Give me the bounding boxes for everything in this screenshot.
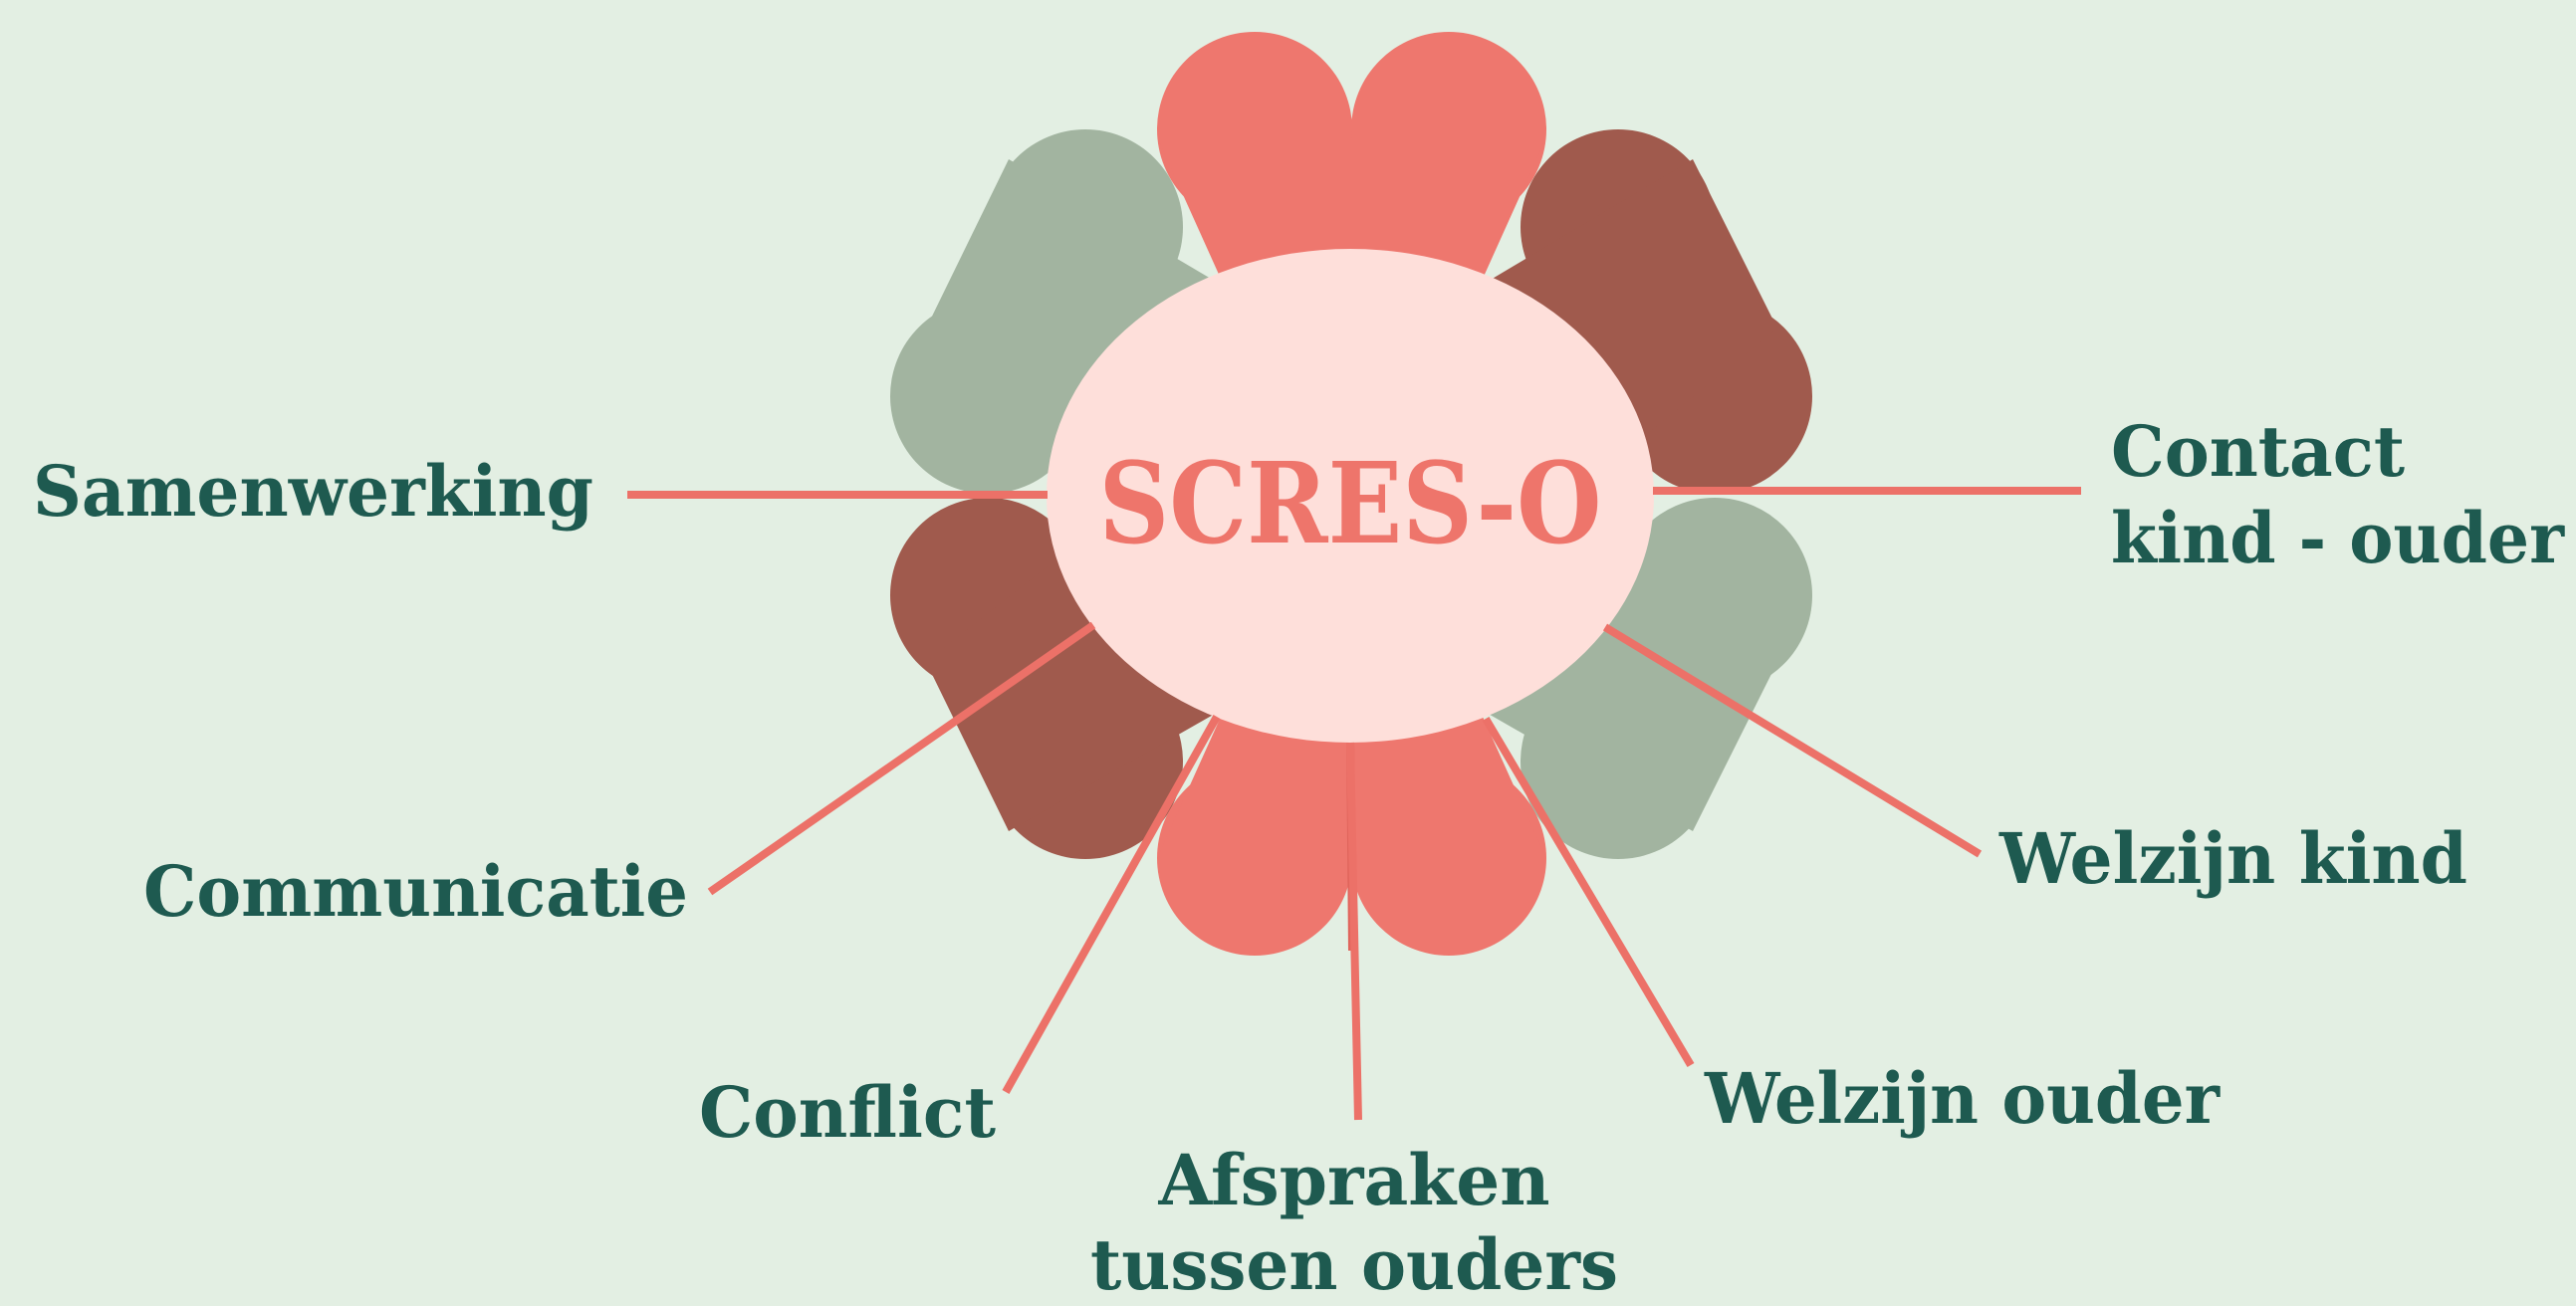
connector-welzijn-kind — [1602, 623, 1983, 858]
connector-lines — [627, 487, 2081, 1121]
label-afspraken-line1: Afspraken — [1158, 1139, 1550, 1221]
connector-welzijn-ouder — [1482, 716, 1695, 1068]
label-communicatie: Communicatie — [143, 850, 688, 933]
label-samenwerking: Samenwerking — [33, 450, 593, 533]
label-welzijn-kind: Welzijn kind — [1998, 817, 2467, 900]
petal-group-coral-top — [1157, 32, 1546, 299]
petal-group-coral-bottom — [1157, 697, 1546, 956]
label-conflict: Conflict — [699, 1071, 996, 1154]
petal-stem — [1158, 139, 1545, 299]
label-contact-line2: kind - ouder — [2111, 497, 2565, 579]
label-welzijn-ouder: Welzijn ouder — [1704, 1057, 2221, 1140]
label-afspraken-line2: tussen ouders — [1090, 1223, 1618, 1306]
connector-conflict — [1002, 715, 1221, 1094]
label-contact-line1: Contact — [2111, 410, 2405, 493]
connector-afspraken — [1346, 742, 1362, 1121]
center-title: SCRES-O — [1099, 439, 1602, 569]
connector-communicatie — [707, 621, 1096, 896]
center-ellipse — [1047, 249, 1654, 743]
